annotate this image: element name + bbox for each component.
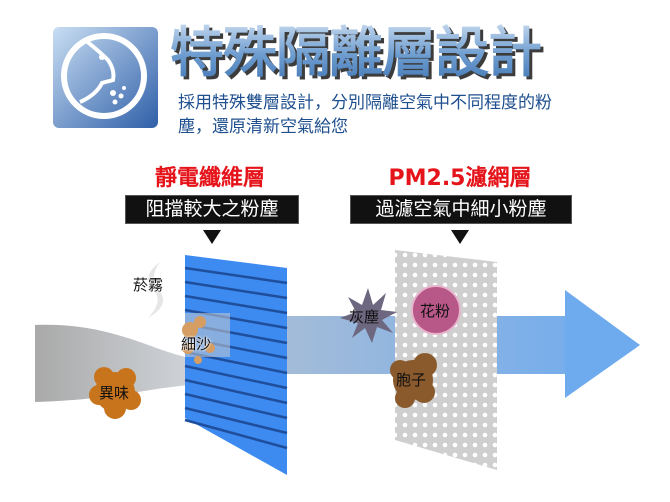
label-smoke: 菸霧 <box>133 276 164 294</box>
label-sand: 細沙 <box>181 335 212 353</box>
dust-starburst <box>340 288 397 343</box>
subtitle-line-1: 採用特殊雙層設計，分別隔離空氣中不同程度的粉 <box>178 93 552 113</box>
polluted-air-flow <box>35 324 190 402</box>
sand-particles <box>182 316 215 364</box>
pollen-circle <box>411 285 461 335</box>
pointer-triangle <box>451 230 469 244</box>
pm25-filter-panel <box>395 250 497 470</box>
page-title: 特殊隔離層設計 <box>170 8 542 87</box>
clean-air-arrowhead <box>565 290 640 398</box>
layer-title-pm25: PM2.5濾網層 <box>388 166 532 191</box>
pointer-triangle <box>203 230 221 244</box>
spore-cloud <box>390 353 437 408</box>
subtitle-line-2: 塵，還原清新空氣給您 <box>178 117 348 137</box>
face-breathing-icon <box>53 27 158 128</box>
label-pollen: 花粉 <box>420 302 451 320</box>
layer-title-electrostatic: 靜電纖維層 <box>154 166 265 191</box>
label-dust: 灰塵 <box>349 308 380 326</box>
layer-description-pm25: 過濾空氣中細小粉塵 <box>350 195 572 224</box>
odor-cloud <box>89 367 141 419</box>
label-spores: 胞子 <box>396 371 427 389</box>
layer-description-electrostatic: 阻擋較大之粉塵 <box>125 195 299 224</box>
electrostatic-filter-panel <box>184 255 288 475</box>
label-odor: 異味 <box>99 384 130 402</box>
smoke-wisp <box>148 262 164 318</box>
